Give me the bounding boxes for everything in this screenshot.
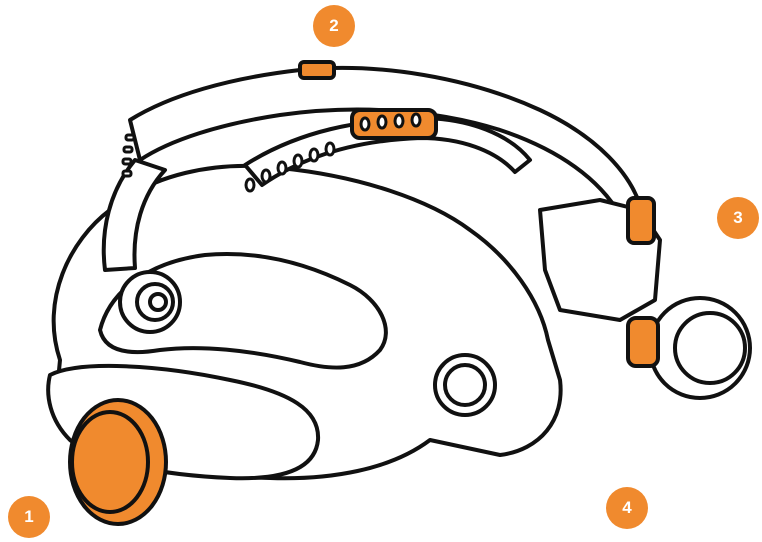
callout-badge-4: 4 — [606, 487, 648, 529]
rear-strap — [101, 158, 167, 272]
callout-badge-1: 1 — [8, 496, 50, 538]
knob-tab — [626, 316, 660, 368]
side-tab — [626, 196, 656, 245]
top-adjuster — [298, 60, 336, 80]
callout-badge-3: 3 — [717, 197, 759, 239]
callout-badge-2: 2 — [313, 5, 355, 47]
